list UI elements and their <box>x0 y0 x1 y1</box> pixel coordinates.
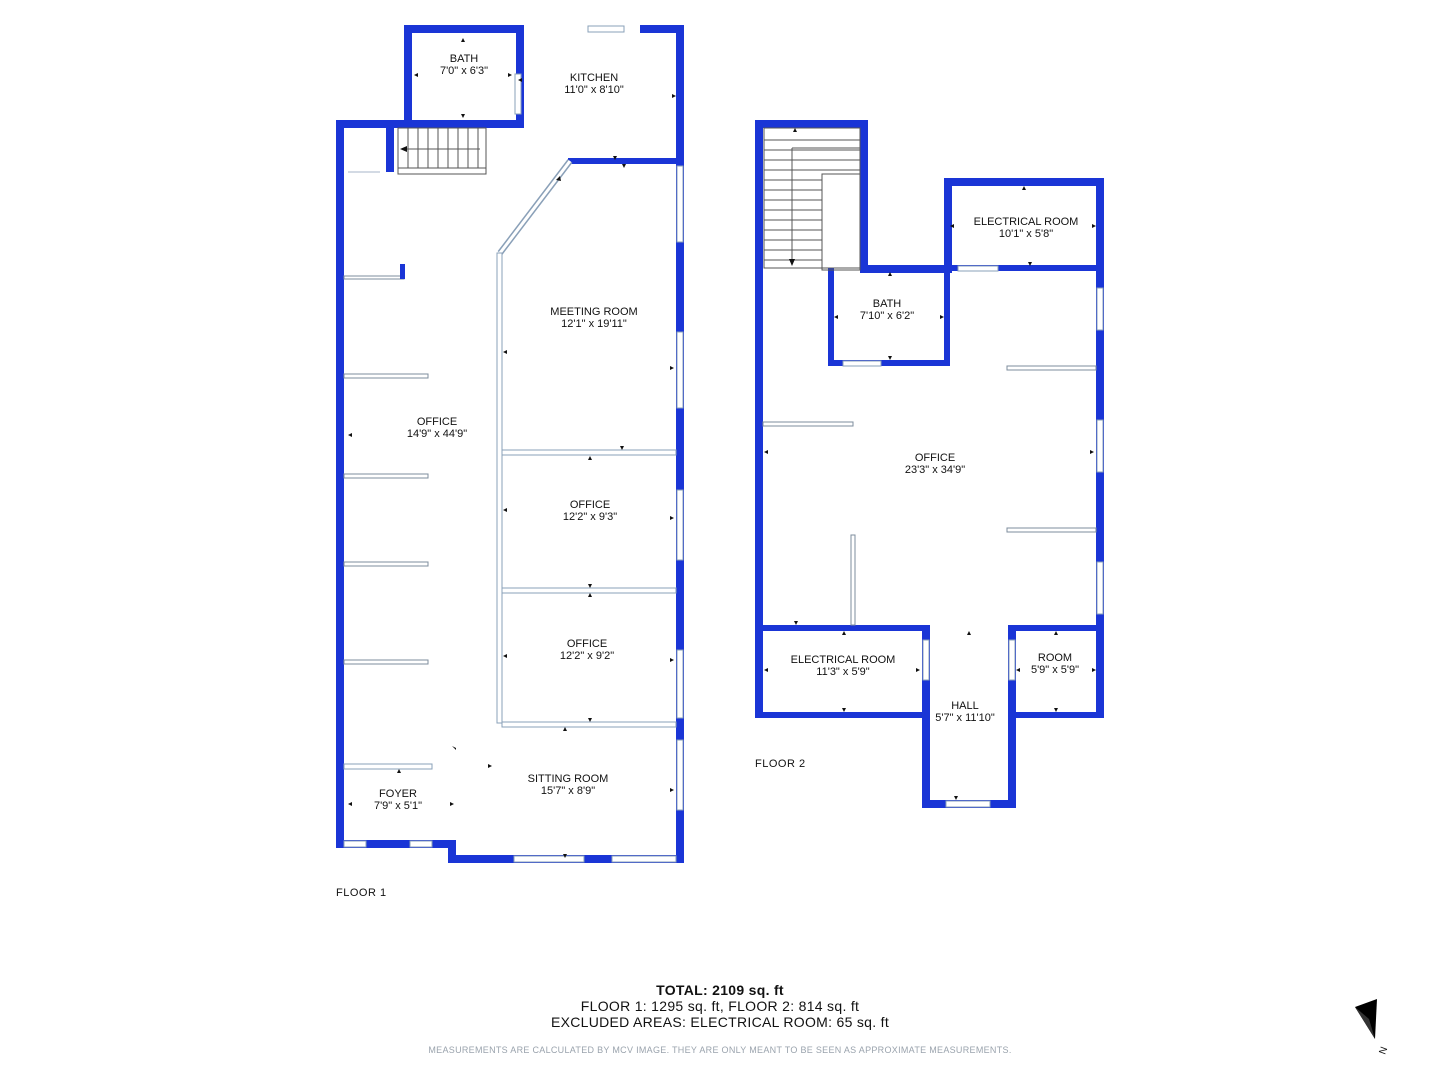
area-summary: TOTAL: 2109 sq. ft FLOOR 1: 1295 sq. ft,… <box>420 982 1020 1030</box>
room-name: HALL <box>951 700 979 712</box>
room-name: OFFICE <box>417 416 457 428</box>
compass-icon: N <box>1355 999 1390 1056</box>
room-name: ROOM <box>1038 652 1072 664</box>
room-dims: 5'7" x 11'10" <box>935 712 995 724</box>
room-labels-floor-1: BATH 7'0" x 6'3" KITCHEN 11'0" x 8'10" M… <box>336 53 638 899</box>
room-name: BATH <box>450 53 479 65</box>
room-dims: 7'9" x 5'1" <box>374 800 422 812</box>
room-dims: 11'3" x 5'9" <box>816 666 869 678</box>
floor-areas: FLOOR 1: 1295 sq. ft, FLOOR 2: 814 sq. f… <box>580 998 860 1014</box>
room-dims: 14'9" x 44'9" <box>407 428 467 440</box>
floor-label: FLOOR 2 <box>755 758 806 770</box>
room-name: BATH <box>873 298 902 310</box>
disclaimer: MEASUREMENTS ARE CALCULATED BY MCV IMAGE… <box>428 1045 1012 1055</box>
room-dims: 23'3" x 34'9" <box>905 464 965 476</box>
floor-2-plan <box>755 120 1104 808</box>
room-dims: 12'2" x 9'2" <box>560 650 614 662</box>
room-dims: 12'2" x 9'3" <box>563 511 617 523</box>
compass-label: N <box>1377 1045 1390 1056</box>
room-name: MEETING ROOM <box>550 306 637 318</box>
floor-1-plan <box>336 25 684 863</box>
room-name: ELECTRICAL ROOM <box>974 216 1079 228</box>
room-dims: 11'0" x 8'10" <box>564 84 624 96</box>
room-name: KITCHEN <box>570 72 618 84</box>
floor-label: FLOOR 1 <box>336 887 387 899</box>
room-dims: 10'1" x 5'8" <box>999 228 1053 240</box>
room-name: FOYER <box>379 788 417 800</box>
room-name: OFFICE <box>915 452 955 464</box>
room-name: OFFICE <box>570 499 610 511</box>
room-labels-floor-2: ELECTRICAL ROOM 10'1" x 5'8" BATH 7'10" … <box>755 216 1079 770</box>
room-dims: 7'0" x 6'3" <box>440 65 488 77</box>
room-dims: 15'7" x 8'9" <box>541 785 595 797</box>
room-dims: 7'10" x 6'2" <box>860 310 914 322</box>
room-dims: 12'1" x 19'11" <box>561 318 627 330</box>
room-name: OFFICE <box>567 638 607 650</box>
excluded-areas: EXCLUDED AREAS: ELECTRICAL ROOM: 65 sq. … <box>550 1014 890 1030</box>
room-name: SITTING ROOM <box>528 773 609 785</box>
room-name: ELECTRICAL ROOM <box>791 654 896 666</box>
total-area: TOTAL: 2109 sq. ft <box>656 982 784 998</box>
room-dims: 5'9" x 5'9" <box>1031 664 1079 676</box>
